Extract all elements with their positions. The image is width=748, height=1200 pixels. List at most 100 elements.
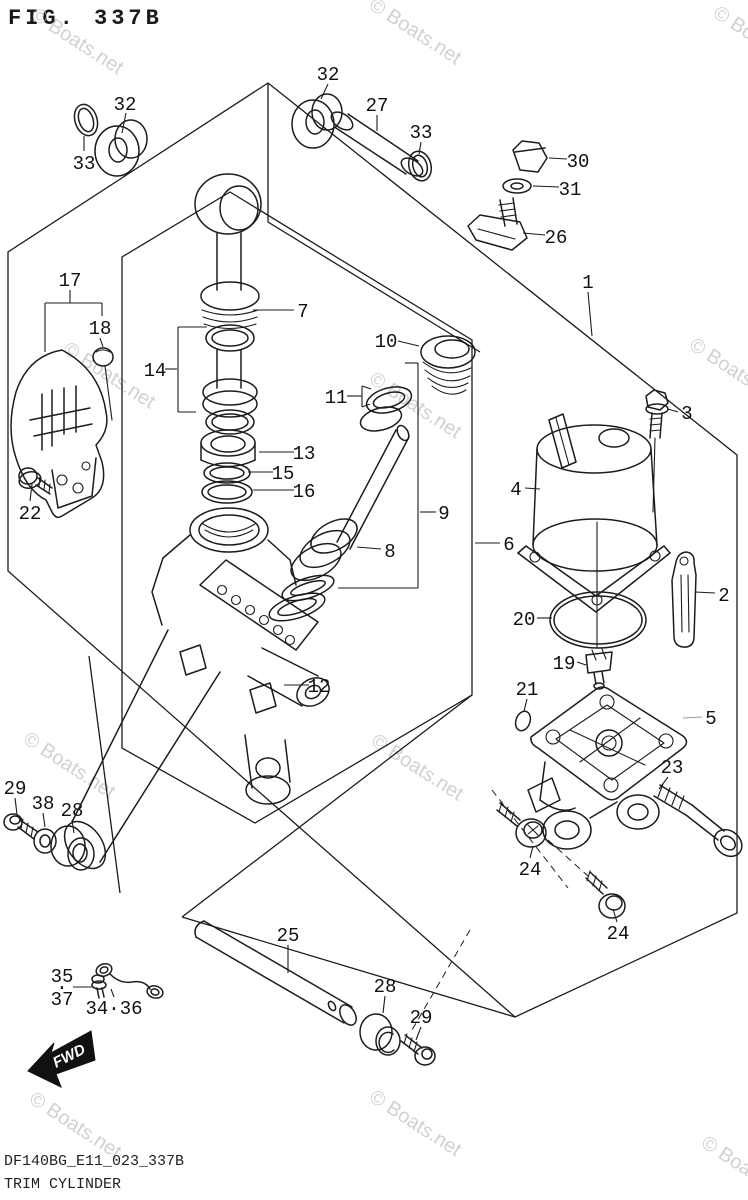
cylinder-end-plug-10-drawing	[421, 336, 475, 394]
bushing-32-left-drawing	[95, 120, 147, 176]
assembly-axis-dashed	[492, 790, 568, 888]
pump-body-5-drawing	[528, 687, 687, 849]
part-label-21: 21	[516, 679, 539, 701]
bolt-3-drawing	[646, 390, 668, 512]
part-label-11: 11	[325, 387, 348, 409]
part-label-17: 17	[59, 270, 82, 292]
bushing-28-left-drawing	[51, 826, 94, 870]
part-label-10: 10	[375, 331, 398, 353]
o-ring-upper-14-drawing	[206, 325, 254, 351]
part-label-2: 2	[718, 585, 729, 607]
inner-frame	[122, 192, 472, 823]
part-label-37: 37	[51, 989, 74, 1011]
plug-18-drawing	[93, 348, 113, 420]
bushing-32-top-drawing	[292, 94, 342, 148]
watermark-layer: © Boats.net © Boats.net © Boats.net © Bo…	[19, 0, 748, 1200]
washer-38-drawing	[34, 829, 56, 853]
snap-ring-33-top-drawing	[405, 149, 434, 184]
spacer-drawing	[203, 379, 257, 417]
top-flag-frame	[268, 83, 480, 352]
nut-30-drawing	[513, 141, 547, 172]
part-label-12: 12	[308, 676, 331, 698]
part-label-29-lower: 29	[410, 1007, 433, 1029]
rod-mid-drawing	[217, 350, 241, 388]
part-label-7: 7	[297, 301, 308, 323]
part-label-6: 6	[503, 534, 514, 556]
label-separator-dot: ·	[56, 977, 67, 999]
part-label-32-top: 32	[317, 64, 340, 86]
watermark-text: © Boats.net	[697, 1132, 748, 1200]
lower-compartment-line	[182, 917, 515, 1017]
piston-washers-drawing	[266, 570, 337, 626]
part-label-35: 35	[51, 966, 74, 988]
ring-15-drawing	[204, 463, 250, 483]
callout-leader-lines	[15, 84, 715, 1040]
dust-seal-13-drawing	[201, 430, 255, 467]
part-label-29-left: 29	[4, 778, 27, 800]
watermark-text: © Boats.net	[27, 4, 127, 80]
trim-shield-17-drawing	[11, 350, 107, 517]
fitting-26-drawing	[468, 198, 527, 250]
part-label-1: 1	[582, 272, 593, 294]
parts-artwork: FWD	[4, 94, 747, 1087]
part-label-30: 30	[567, 151, 590, 173]
trim-cylinder-body-12-drawing	[56, 508, 334, 876]
part-label-19: 19	[553, 653, 576, 675]
watermark-text: © Boats.net	[365, 0, 465, 70]
part-label-24-upper: 24	[519, 859, 542, 881]
assembly-axis-dashed	[412, 930, 470, 1030]
part-label-31: 31	[559, 179, 582, 201]
part-label-8: 8	[384, 541, 395, 563]
figure-title: FIG. 337B	[8, 6, 163, 31]
drawing-code: DF140BG_E11_023_337B	[4, 1153, 185, 1170]
valve-19-drawing	[586, 649, 612, 689]
part-label-23: 23	[661, 757, 684, 779]
part-label-33-top: 33	[410, 122, 433, 144]
o-ring-20-drawing	[550, 592, 646, 648]
watermark-text: © Boats.net	[365, 368, 465, 444]
washer-31-drawing	[503, 179, 531, 193]
cylinder-pin-25-drawing	[195, 921, 360, 1028]
lower-compartment-line	[182, 695, 472, 917]
part-label-13: 13	[293, 443, 316, 465]
piston-rod-eye-drawing	[195, 174, 261, 290]
watermark-text: © Boats.net	[367, 730, 467, 806]
drawing-title: TRIM CYLINDER	[4, 1175, 122, 1193]
part-label-14: 14	[144, 360, 167, 382]
part-label-20: 20	[513, 609, 536, 631]
screw-35-37-drawing	[92, 975, 106, 998]
bolt-29-lower-drawing	[401, 1034, 435, 1065]
part-label-3: 3	[681, 403, 692, 425]
assembly-axis-dashed	[548, 840, 588, 876]
part-label-22: 22	[19, 503, 42, 525]
bolt-24-upper-drawing	[497, 802, 546, 847]
bushing-28-lower-drawing	[360, 1014, 400, 1055]
piston-8-drawing	[285, 512, 363, 588]
o-ring-21-drawing	[513, 709, 533, 733]
part-label-24-lower: 24	[607, 923, 630, 945]
watermark-text: © Boats.net	[685, 334, 748, 410]
part-label-33-left: 33	[73, 153, 96, 175]
fwd-direction-arrow: FWD	[28, 1031, 95, 1087]
free-piston-rod-9-drawing	[337, 424, 411, 549]
part-label-15: 15	[272, 463, 295, 485]
watermark-text: © Boats.net	[365, 1086, 465, 1162]
part-label-26: 26	[545, 227, 568, 249]
cylinder-gland-7-drawing	[201, 282, 259, 329]
part-label-5: 5	[705, 708, 716, 730]
part-label-16: 16	[293, 481, 316, 503]
part-label-38: 38	[32, 793, 55, 815]
pin-27-drawing	[328, 108, 426, 179]
bolt-24-lower-drawing	[586, 871, 625, 918]
watermark-text: © Boats.net	[709, 2, 748, 78]
bolt-23-drawing	[654, 784, 747, 862]
divider-line	[89, 656, 120, 893]
part-label-18: 18	[89, 318, 112, 340]
drawing-footer: DF140BG_E11_023_337B TRIM CYLINDER	[4, 1151, 184, 1196]
bolt-29-left-drawing	[4, 814, 38, 839]
part-label-32-left: 32	[114, 94, 137, 116]
callout-labels: 32 33 32 27 33 30 31 26 1 17 18 22 7 14 …	[4, 64, 730, 1029]
part-label-28-left: 28	[61, 800, 84, 822]
